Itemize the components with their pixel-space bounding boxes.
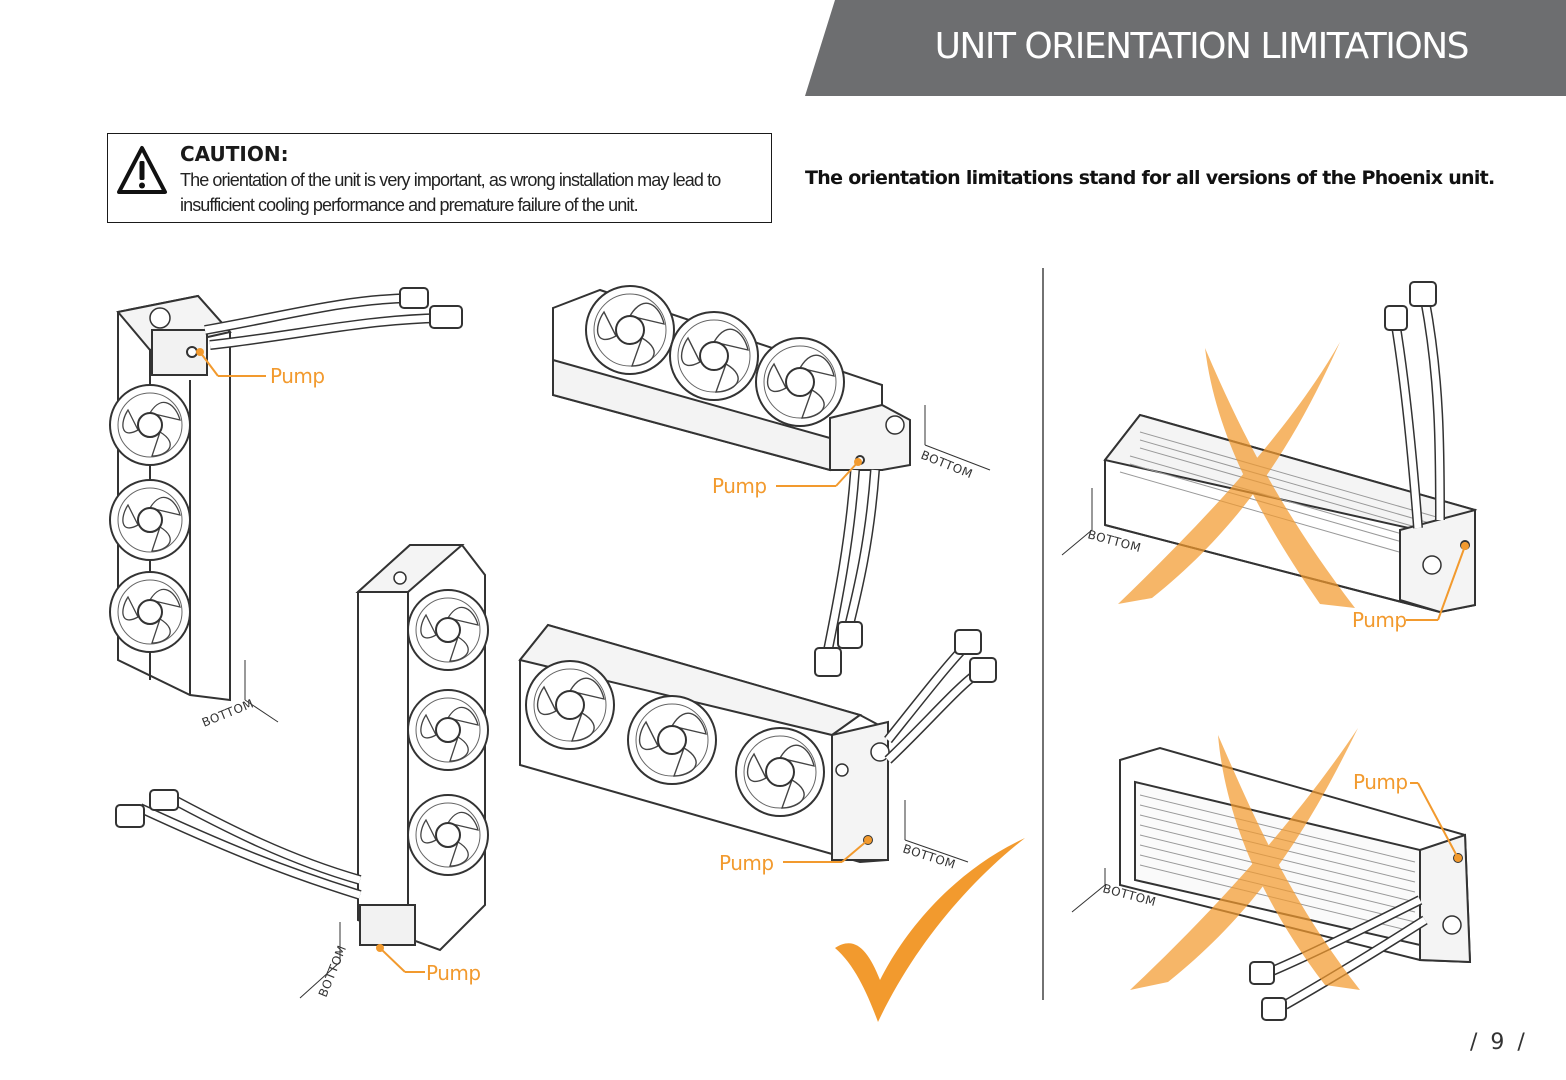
unit-horizontal-tubes-up [518, 623, 997, 864]
warning-triangle-icon [117, 146, 167, 194]
unit-vertical-pump-bottom [115, 544, 489, 999]
unit-wrong-tubes-up [1061, 281, 1478, 614]
pump-label: Pump [1352, 608, 1407, 632]
bottom-label: BOTTOM [901, 842, 957, 872]
pump-label: Pump [270, 364, 325, 388]
pump-label: Pump [712, 474, 767, 498]
title-banner [805, 0, 1566, 96]
orientation-note: The orientation limitations stand for al… [805, 167, 1495, 189]
caution-title: CAUTION: [180, 142, 289, 166]
unit-vertical-pump-top [109, 287, 463, 723]
page-number: / 9 / [1470, 1030, 1528, 1055]
pump-label: Pump [719, 851, 774, 875]
check-mark-icon [835, 838, 1025, 1022]
page-title: UNIT ORIENTATION LIMITATIONS [934, 26, 1470, 67]
unit-horizontal-pump-right [552, 285, 991, 677]
bottom-label: BOTTOM [316, 943, 349, 999]
x-mark-icon [1130, 728, 1360, 990]
caution-box: CAUTION: The orientation of the unit is … [107, 133, 772, 223]
bottom-label: BOTTOM [200, 696, 256, 729]
caution-text: The orientation of the unit is very impo… [180, 170, 721, 215]
bottom-label: BOTTOM [919, 448, 975, 481]
pump-label: Pump [1353, 770, 1408, 794]
x-mark-icon [1118, 342, 1355, 608]
pump-label: Pump [426, 961, 481, 985]
